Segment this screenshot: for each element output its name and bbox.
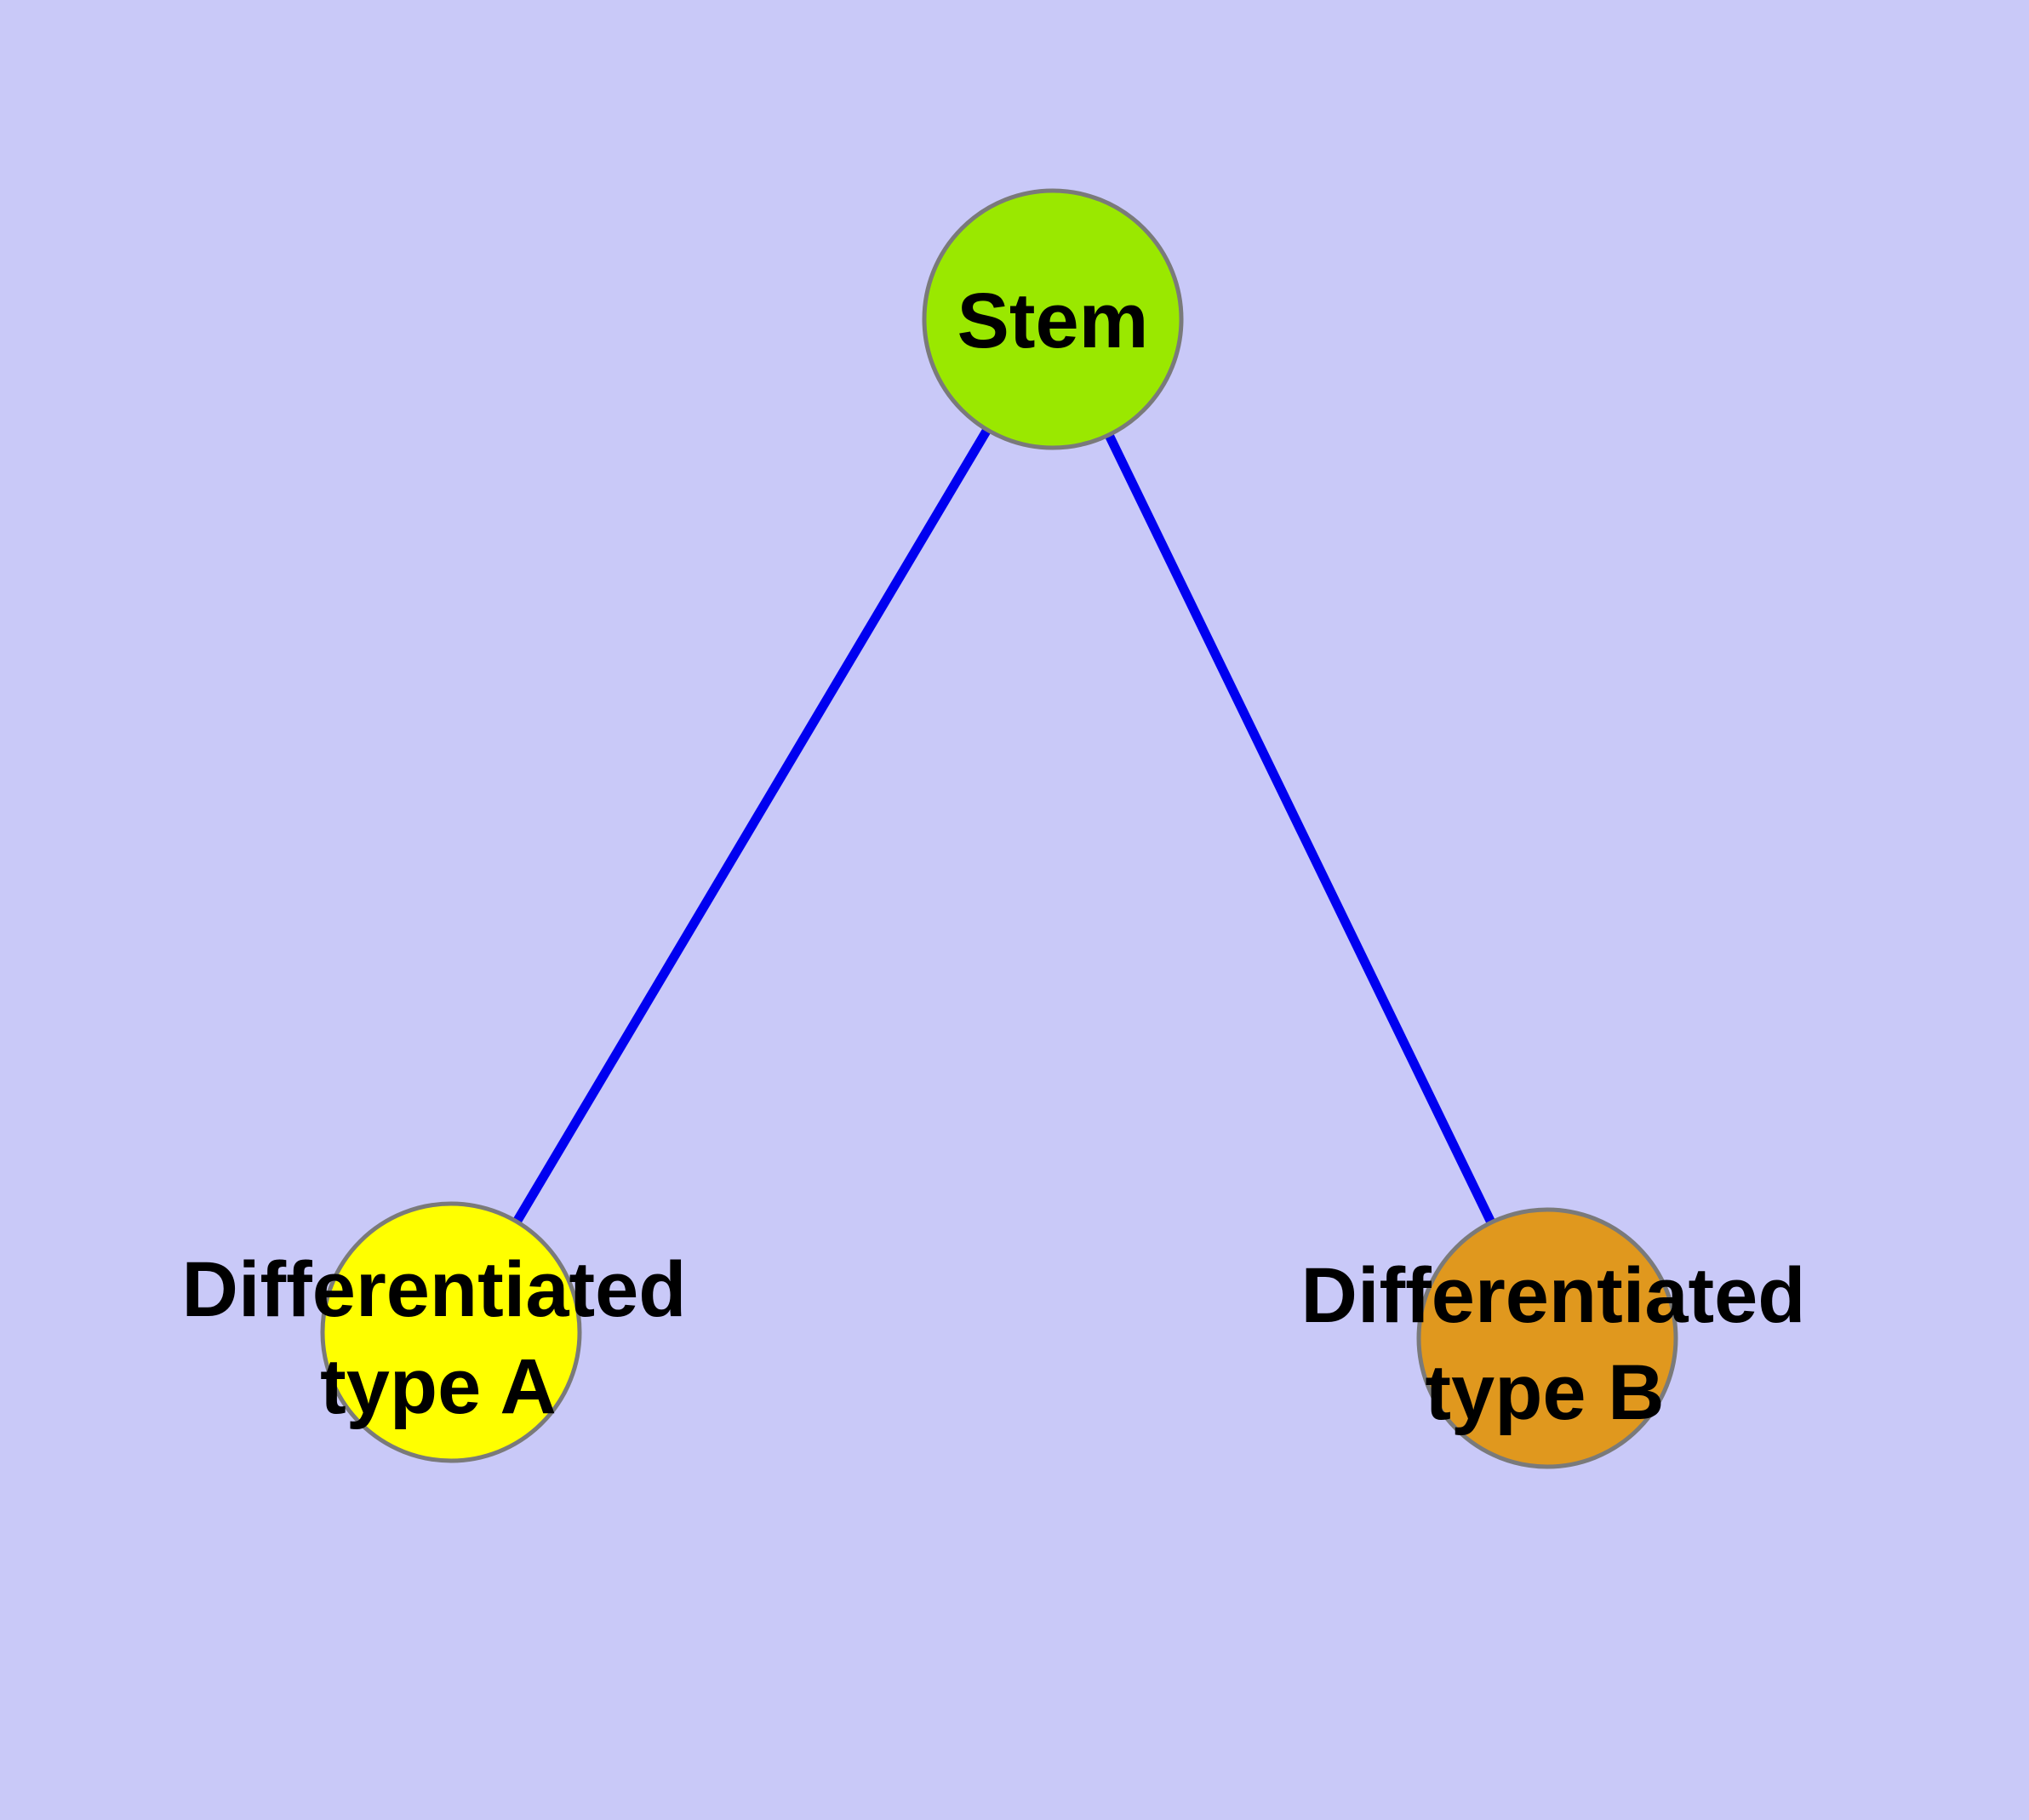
node-differentiated-type-a-circle bbox=[320, 1201, 582, 1463]
node-stem: Stem bbox=[922, 188, 1184, 450]
edge-stem-to-differentiated-type-b bbox=[1049, 317, 1552, 1341]
node-differentiated-type-a-label-line1: Differentiated bbox=[182, 1246, 687, 1333]
edge-stem-to-differentiated-type-a bbox=[447, 317, 1057, 1335]
edge-layer bbox=[447, 317, 1552, 1341]
node-differentiated-type-b: Differentiated type B bbox=[1301, 1207, 1806, 1469]
node-stem-circle bbox=[922, 188, 1184, 450]
node-differentiated-type-a: Differentiated type A bbox=[182, 1201, 687, 1463]
node-differentiated-type-a-label-line2: type A bbox=[320, 1343, 557, 1430]
node-differentiated-type-b-label-line1: Differentiated bbox=[1301, 1252, 1806, 1339]
node-differentiated-type-b-label-line2: type B bbox=[1425, 1349, 1664, 1436]
node-stem-label: Stem bbox=[957, 278, 1149, 364]
node-differentiated-type-b-circle bbox=[1416, 1207, 1678, 1469]
